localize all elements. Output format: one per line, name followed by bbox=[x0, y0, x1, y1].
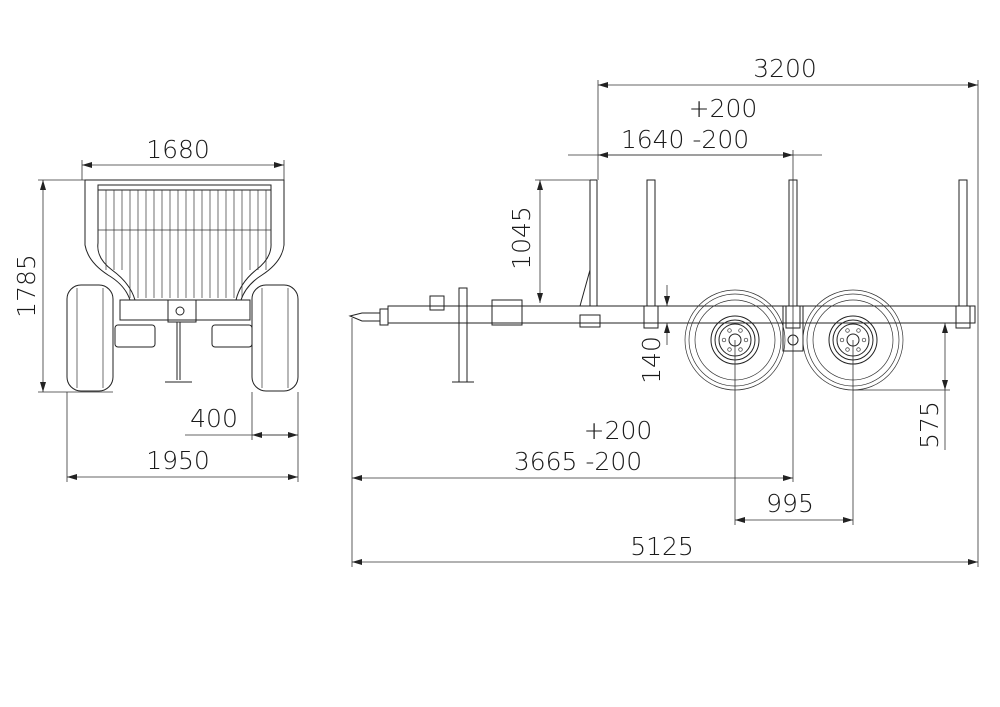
rack-frame bbox=[84, 179, 285, 301]
front-view: 1680 1785 400 1950 bbox=[12, 135, 299, 482]
side-view: 3200 +200 1640 -200 1045 140 575 +200 36… bbox=[348, 54, 979, 567]
rack-bars bbox=[105, 190, 267, 298]
dim-995: 995 bbox=[766, 489, 814, 518]
wheel-right bbox=[251, 284, 299, 392]
stanchion bbox=[646, 179, 656, 307]
dim-575: 575 bbox=[915, 401, 944, 449]
dim-3665: 3665 -200 bbox=[514, 447, 642, 476]
dim-5125: 5125 bbox=[630, 532, 694, 561]
dim-1640: 1640 -200 bbox=[621, 125, 749, 154]
axle-beam bbox=[119, 299, 251, 321]
dim-1680: 1680 bbox=[146, 135, 210, 164]
dim-140: 140 bbox=[637, 336, 666, 384]
hub-right bbox=[211, 324, 253, 348]
dim-1640-tol-plus: +200 bbox=[689, 94, 758, 123]
dim-1785: 1785 bbox=[12, 254, 41, 318]
dim-3200: 3200 bbox=[753, 54, 817, 83]
dim-1045: 1045 bbox=[507, 206, 536, 270]
stanchion bbox=[958, 179, 968, 307]
dim-3665-tol-plus: +200 bbox=[584, 416, 653, 445]
wheel-left bbox=[66, 284, 114, 392]
dim-400: 400 bbox=[190, 404, 238, 433]
hub-left bbox=[114, 324, 156, 348]
hitch-eye bbox=[348, 312, 381, 322]
main-beam bbox=[387, 305, 976, 324]
jack-stand bbox=[458, 287, 468, 383]
dim-1950: 1950 bbox=[146, 446, 210, 475]
